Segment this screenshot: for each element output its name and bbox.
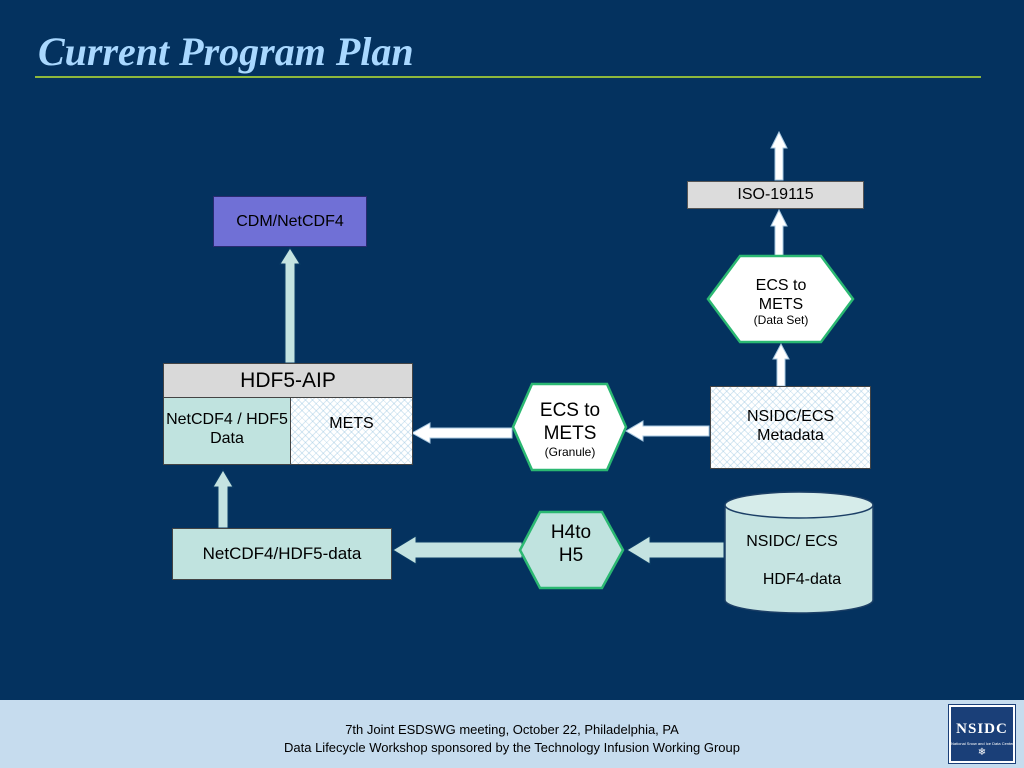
db-line2-label: HDF4-data bbox=[762, 571, 842, 589]
aip-mets-label: METS bbox=[329, 415, 374, 432]
ecs-dataset-line2: METS bbox=[758, 296, 804, 314]
slide-title: Current Program Plan bbox=[38, 29, 414, 74]
h4to5-label: H4to H5 bbox=[530, 522, 612, 580]
db-line1: NSIDC/ ECS bbox=[725, 532, 859, 552]
nsidc-logo-tagline: National Snow and Ice Data Center bbox=[951, 741, 1014, 746]
netcdf4-hdf5-data-label: NetCDF4/HDF5-data bbox=[202, 543, 362, 563]
arrow-ecs-granule-to-mets bbox=[410, 422, 513, 444]
h4to5-line1: H4to bbox=[550, 522, 592, 543]
snowflake-icon: ❄ bbox=[977, 747, 987, 758]
h4to5-hexagon bbox=[518, 510, 625, 590]
ecs-dataset-label: ECS to METS (Data Set) bbox=[716, 276, 846, 342]
ecs-granule-line2: METS bbox=[543, 422, 597, 444]
ecs-granule-label: ECS to METS (Granule) bbox=[518, 400, 622, 470]
cdm-netcdf4-box: CDM/NetCDF4 bbox=[213, 196, 367, 247]
ecs-granule-line1: ECS to bbox=[539, 400, 601, 421]
h4to5-line2: H5 bbox=[558, 544, 584, 566]
nsidc-logo-text: NSIDC bbox=[956, 721, 1008, 737]
arrow-aip-to-cdm bbox=[279, 247, 301, 364]
ecs-dataset-hexagon bbox=[706, 254, 855, 344]
footer: 7th Joint ESDSWG meeting, October 22, Ph… bbox=[0, 700, 1024, 768]
aip-data-box: NetCDF4 / HDF5 Data bbox=[163, 397, 291, 465]
arrow-db-to-h4to5 bbox=[626, 535, 725, 565]
arrow-meta-to-ecs-granule bbox=[625, 420, 710, 442]
diagram-connectors bbox=[212, 130, 874, 614]
ecs-granule-sub: (Granule) bbox=[544, 444, 596, 459]
netcdf4-hdf5-data-box: NetCDF4/HDF5-data bbox=[172, 528, 392, 580]
nsidc-ecs-metadata-box: NSIDC/ECS Metadata bbox=[710, 386, 871, 469]
aip-mets-box: METS bbox=[290, 397, 413, 465]
cdm-netcdf4-label: CDM/NetCDF4 bbox=[236, 212, 344, 230]
nsidc-logo: NSIDC National Snow and Ice Data Center … bbox=[948, 704, 1016, 764]
ecs-dataset-sub: (Data Set) bbox=[753, 313, 809, 328]
ecs-granule-hexagon bbox=[511, 382, 628, 472]
db-line1-label: NSIDC/ ECS bbox=[746, 533, 838, 551]
arrow-netcdf-to-aip bbox=[212, 469, 234, 529]
hdf5-aip-header: HDF5-AIP bbox=[163, 363, 413, 398]
db-cylinder-body bbox=[724, 505, 874, 614]
ecs-dataset-line1: ECS to bbox=[755, 277, 807, 294]
hdf5-aip-label: HDF5-AIP bbox=[240, 368, 336, 392]
arrow-iso-up bbox=[770, 130, 788, 181]
slide: Current Program Plan CDM/NetCDF4 ISO-191… bbox=[35, 29, 981, 614]
arrow-ecs-dataset-to-iso bbox=[770, 208, 788, 257]
db-line2: HDF4-data bbox=[735, 570, 869, 590]
aip-data-label: NetCDF4 / HDF5 Data bbox=[166, 411, 288, 448]
db-cylinder-top bbox=[724, 491, 874, 519]
title-rule bbox=[35, 76, 981, 78]
footer-line-1: 7th Joint ESDSWG meeting, October 22, Ph… bbox=[345, 722, 679, 737]
iso-19115-label: ISO-19115 bbox=[737, 186, 814, 204]
nsidc-ecs-metadata-label: NSIDC/ECS Metadata bbox=[746, 408, 835, 445]
arrow-meta-to-ecs-dataset bbox=[772, 342, 790, 387]
arrow-h4to5-to-netcdf bbox=[392, 535, 523, 565]
iso-19115-box: ISO-19115 bbox=[687, 181, 864, 209]
footer-line-2: Data Lifecycle Workshop sponsored by the… bbox=[284, 740, 740, 755]
